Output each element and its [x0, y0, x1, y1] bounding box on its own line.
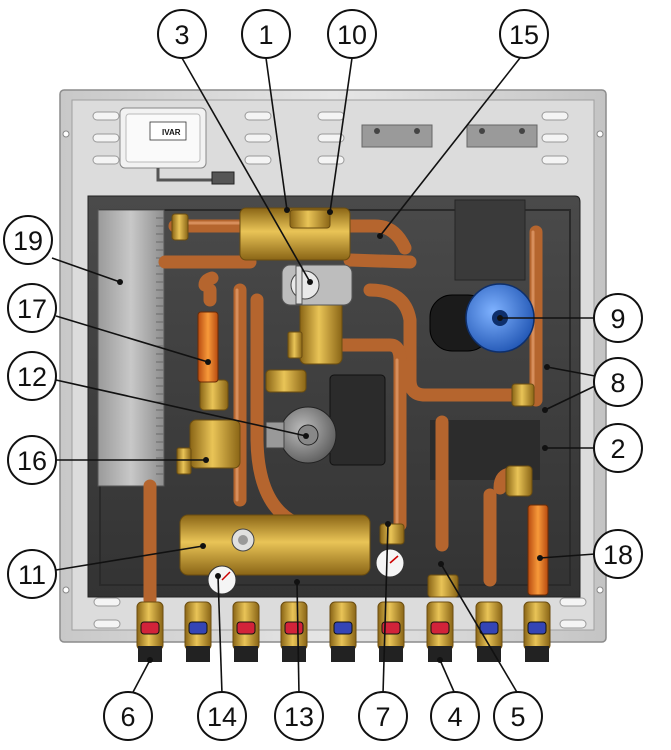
callout-15: 15: [499, 9, 549, 59]
callout-7-label: 7: [375, 702, 390, 732]
controller-box: IVAR: [119, 107, 235, 185]
valve-handle-icon: [333, 621, 353, 635]
callout-18: 18: [593, 529, 643, 579]
valve-handle-icon: [479, 621, 499, 635]
ball-valve-7: [426, 601, 454, 662]
flow-meter-right: [527, 504, 549, 596]
callout-2: 2: [593, 423, 643, 473]
callout-5-label: 5: [510, 702, 525, 732]
callout-17-label: 17: [17, 294, 47, 324]
ball-valve-4: [280, 601, 308, 662]
callout-16-label: 16: [17, 446, 47, 476]
diverter-valve: [281, 264, 353, 306]
callout-16: 16: [7, 435, 57, 485]
plate-heat-exchanger: [97, 209, 165, 487]
temperature-probe: [231, 528, 255, 552]
callout-14: 14: [197, 691, 247, 741]
callout-1: 1: [241, 9, 291, 59]
valve-handle-icon: [140, 621, 160, 635]
ball-valve-9: [523, 601, 551, 662]
ball-valve-3: [232, 601, 260, 662]
leader-dots: [117, 207, 550, 663]
ball-valve-2: [184, 601, 212, 662]
brass-manifold: [171, 207, 535, 598]
callout-6: 6: [103, 691, 153, 741]
callout-12-label: 12: [17, 362, 47, 392]
callout-18-label: 18: [603, 540, 633, 570]
callout-7: 7: [358, 691, 408, 741]
callout-12: 12: [7, 351, 57, 401]
callout-14-label: 14: [207, 702, 237, 732]
callout-2-label: 2: [610, 434, 625, 464]
callout-19-label: 19: [13, 226, 43, 256]
callout-8-label: 8: [610, 368, 625, 398]
callout-17: 17: [7, 283, 57, 333]
callout-11: 11: [7, 549, 57, 599]
callout-1-label: 1: [258, 20, 273, 50]
callout-3: 3: [157, 9, 207, 59]
valve-handle-icon: [527, 621, 547, 635]
ball-valve-row: [136, 601, 551, 662]
callout-13: 13: [274, 691, 324, 741]
callout-8: 8: [593, 357, 643, 407]
valve-handle-icon: [430, 621, 450, 635]
callout-9: 9: [593, 293, 643, 343]
ball-valve-8: [475, 601, 503, 662]
valve-handle-icon: [188, 621, 208, 635]
callout-10: 10: [327, 9, 377, 59]
callout-19: 19: [3, 215, 53, 265]
callout-3-label: 3: [174, 20, 189, 50]
callouts: 3 1 10 15 19 17 12 16 11 9 8 2 18 6 14 1…: [3, 9, 643, 741]
callout-6-label: 6: [120, 702, 135, 732]
valve-handle-icon: [381, 621, 401, 635]
leader-lines: [51, 57, 596, 695]
callout-10-label: 10: [337, 20, 367, 50]
ball-valve-5: [329, 601, 357, 662]
blue-pump: [429, 283, 535, 353]
valve-handle-icon: [236, 621, 256, 635]
callout-5: 5: [493, 691, 543, 741]
flow-meter-left: [197, 311, 219, 383]
callout-4-label: 4: [447, 702, 462, 732]
pressure-gauge-right: [375, 548, 405, 578]
ball-valve-1: [136, 601, 164, 662]
callout-13-label: 13: [284, 702, 314, 732]
callout-4: 4: [430, 691, 480, 741]
ball-valve-6: [377, 601, 405, 662]
controller-brand-label: IVAR: [162, 128, 181, 137]
callout-9-label: 9: [610, 304, 625, 334]
valve-handle-icon: [284, 621, 304, 635]
pressure-gauge-left: [207, 565, 237, 595]
callout-15-label: 15: [509, 20, 539, 50]
callout-11-label: 11: [18, 560, 46, 590]
